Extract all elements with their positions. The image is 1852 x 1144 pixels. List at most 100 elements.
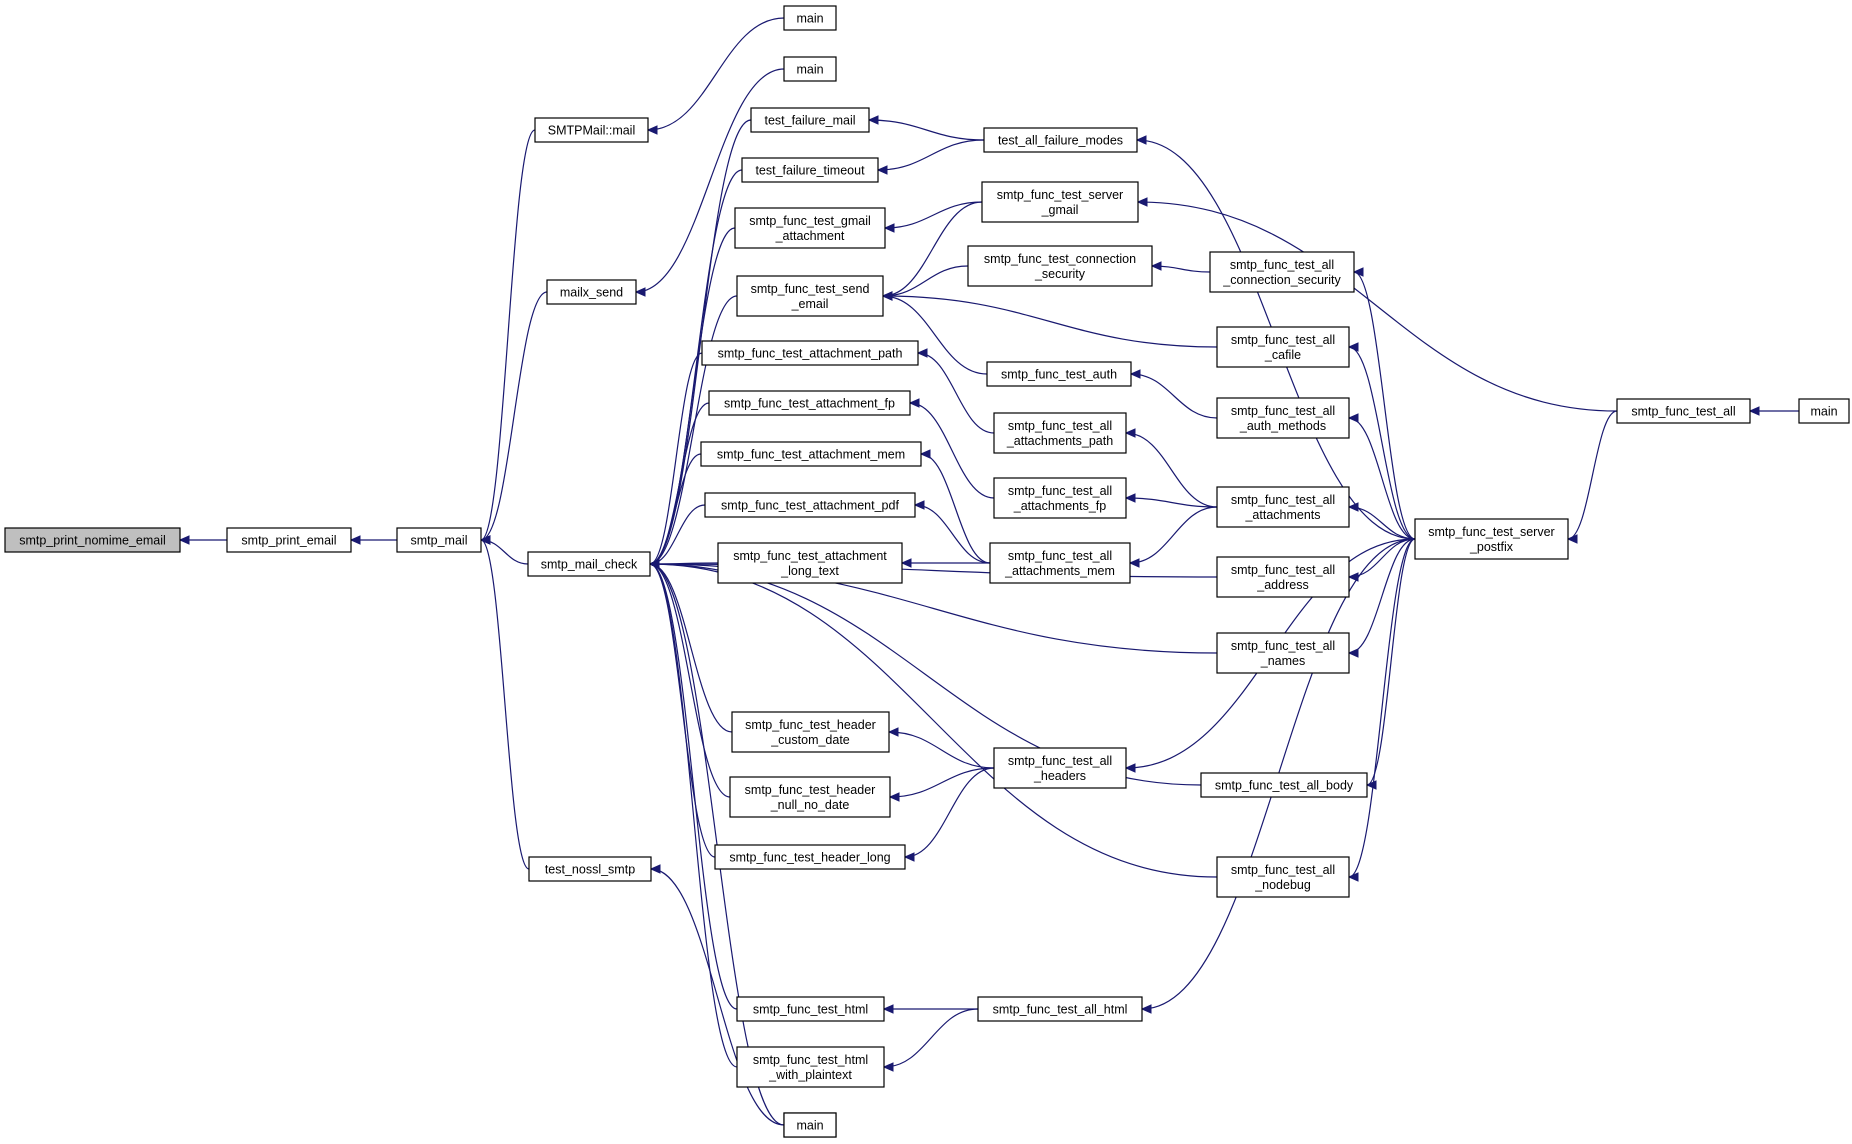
node-f-hdr-null[interactable]: smtp_func_test_header_null_no_date — [729, 776, 891, 818]
node-box[interactable] — [993, 477, 1127, 519]
node-f-all-headers[interactable]: smtp_func_test_all_headers — [993, 747, 1127, 789]
node-box[interactable] — [736, 996, 885, 1022]
node-f-all-conn-sec[interactable]: smtp_func_test_all_connection_security — [1209, 251, 1355, 293]
node-f-hdr-long[interactable]: smtp_func_test_header_long — [714, 844, 906, 870]
node-label: smtp_func_test_all — [1008, 484, 1112, 498]
node-box[interactable] — [527, 551, 651, 577]
node-box[interactable] — [734, 207, 886, 249]
node-f-all-cafile[interactable]: smtp_func_test_all_cafile — [1216, 326, 1350, 368]
node-t-fail-mail[interactable]: test_failure_mail — [750, 107, 870, 133]
node-print-email[interactable]: smtp_print_email — [226, 527, 352, 553]
node-f-srv-gmail[interactable]: smtp_func_test_server_gmail — [981, 181, 1139, 223]
node-main5[interactable]: main — [1798, 398, 1850, 424]
node-f-att-fp[interactable]: smtp_func_test_attachment_fp — [708, 390, 911, 416]
node-smtpmail-mail[interactable]: SMTPMail::mail — [534, 117, 649, 143]
node-box[interactable] — [750, 107, 870, 133]
node-label: smtp_func_test_server — [997, 188, 1123, 202]
node-f-all-names[interactable]: smtp_func_test_all_names — [1216, 632, 1350, 674]
node-f-att-pdf[interactable]: smtp_func_test_attachment_pdf — [704, 492, 916, 518]
node-box[interactable] — [1216, 632, 1350, 674]
arrowhead — [882, 1062, 894, 1072]
node-smtp-mail[interactable]: smtp_mail — [396, 527, 482, 553]
node-box[interactable] — [993, 747, 1127, 789]
node-box[interactable] — [1216, 486, 1350, 528]
node-box[interactable] — [783, 56, 837, 82]
node-box[interactable] — [534, 117, 649, 143]
node-f-all-auth[interactable]: smtp_func_test_all_auth_methods — [1216, 397, 1350, 439]
node-box[interactable] — [704, 492, 916, 518]
node-f-conn-sec[interactable]: smtp_func_test_connection_security — [967, 245, 1153, 287]
node-box[interactable] — [708, 390, 911, 416]
call-edge-f_srv_gmail-to-f_send_email — [882, 201, 983, 297]
node-box[interactable] — [736, 275, 884, 317]
node-f-send-email[interactable]: smtp_func_test_send_email — [736, 275, 884, 317]
node-box[interactable] — [1216, 556, 1350, 598]
node-box[interactable] — [1216, 856, 1350, 898]
node-box[interactable] — [1798, 398, 1850, 424]
node-box[interactable] — [783, 5, 837, 31]
node-box[interactable] — [783, 1112, 837, 1138]
node-box[interactable] — [1209, 251, 1355, 293]
node-box[interactable] — [1200, 772, 1368, 798]
node-label: smtp_func_test_attachment_path — [718, 347, 903, 361]
node-f-all-attachments[interactable]: smtp_func_test_all_attachments — [1216, 486, 1350, 528]
node-box[interactable] — [701, 340, 919, 366]
node-f-hdr-custom[interactable]: smtp_func_test_header_custom_date — [731, 711, 890, 753]
node-box[interactable] — [700, 441, 922, 467]
node-main1[interactable]: main — [783, 5, 837, 31]
node-box[interactable] — [226, 527, 352, 553]
node-f-att-long[interactable]: smtp_func_test_attachment_long_text — [717, 542, 903, 584]
node-f-gmail-att[interactable]: smtp_func_test_gmail_attachment — [734, 207, 886, 249]
node-label: test_nossl_smtp — [545, 863, 635, 877]
node-f-all-att-fp[interactable]: smtp_func_test_all_attachments_fp — [993, 477, 1127, 519]
node-label: SMTPMail::mail — [548, 124, 636, 138]
node-main2[interactable]: main — [783, 56, 837, 82]
node-box[interactable] — [546, 279, 637, 305]
node-box[interactable] — [986, 361, 1132, 387]
node-box[interactable] — [528, 856, 652, 882]
node-f-all-nodebug[interactable]: smtp_func_test_all_nodebug — [1216, 856, 1350, 898]
node-f-all-body[interactable]: smtp_func_test_all_body — [1200, 772, 1368, 798]
node-box[interactable] — [717, 542, 903, 584]
node-mail-check[interactable]: smtp_mail_check — [527, 551, 651, 577]
node-box[interactable] — [1414, 518, 1569, 560]
node-f-all-html[interactable]: smtp_func_test_all_html — [977, 996, 1143, 1022]
node-root[interactable]: smtp_print_nomime_email — [4, 527, 181, 553]
node-box[interactable] — [993, 412, 1127, 454]
node-box[interactable] — [731, 711, 890, 753]
node-box[interactable] — [396, 527, 482, 553]
node-label: _names — [1260, 654, 1305, 668]
node-mailx-send[interactable]: mailx_send — [546, 279, 637, 305]
node-box[interactable] — [983, 127, 1138, 153]
node-box[interactable] — [967, 245, 1153, 287]
node-f-html-plain[interactable]: smtp_func_test_html_with_plaintext — [736, 1046, 885, 1088]
node-main4[interactable]: main — [783, 1112, 837, 1138]
node-f-html[interactable]: smtp_func_test_html — [736, 996, 885, 1022]
node-box[interactable] — [981, 181, 1139, 223]
node-box[interactable] — [989, 542, 1131, 584]
node-t-fail-timeout[interactable]: test_failure_timeout — [741, 157, 879, 183]
node-box[interactable] — [714, 844, 906, 870]
node-box[interactable] — [4, 527, 181, 553]
node-f-all-address[interactable]: smtp_func_test_all_address — [1216, 556, 1350, 598]
node-box[interactable] — [1216, 326, 1350, 368]
node-f-all-att-path[interactable]: smtp_func_test_all_attachments_path — [993, 412, 1127, 454]
node-label: test_failure_timeout — [755, 164, 865, 178]
call-edge-f_all_att_mem-to-f_att_mem — [920, 453, 991, 564]
node-t-all-fail[interactable]: test_all_failure_modes — [983, 127, 1138, 153]
node-f-att-mem[interactable]: smtp_func_test_attachment_mem — [700, 441, 922, 467]
node-f-att-path[interactable]: smtp_func_test_attachment_path — [701, 340, 919, 366]
node-f-test-all[interactable]: smtp_func_test_all — [1616, 398, 1751, 424]
call-edge-f_all_headers-to-f_hdr_null — [889, 767, 995, 798]
node-f-srv-postfix[interactable]: smtp_func_test_server_postfix — [1414, 518, 1569, 560]
call-edge-t_all_fail-to-t_fail_mail — [868, 119, 985, 141]
node-test-nossl[interactable]: test_nossl_smtp — [528, 856, 652, 882]
node-box[interactable] — [736, 1046, 885, 1088]
node-box[interactable] — [729, 776, 891, 818]
node-f-all-att-mem[interactable]: smtp_func_test_all_attachments_mem — [989, 542, 1131, 584]
node-box[interactable] — [977, 996, 1143, 1022]
node-box[interactable] — [1616, 398, 1751, 424]
node-box[interactable] — [1216, 397, 1350, 439]
node-f-auth[interactable]: smtp_func_test_auth — [986, 361, 1132, 387]
node-box[interactable] — [741, 157, 879, 183]
